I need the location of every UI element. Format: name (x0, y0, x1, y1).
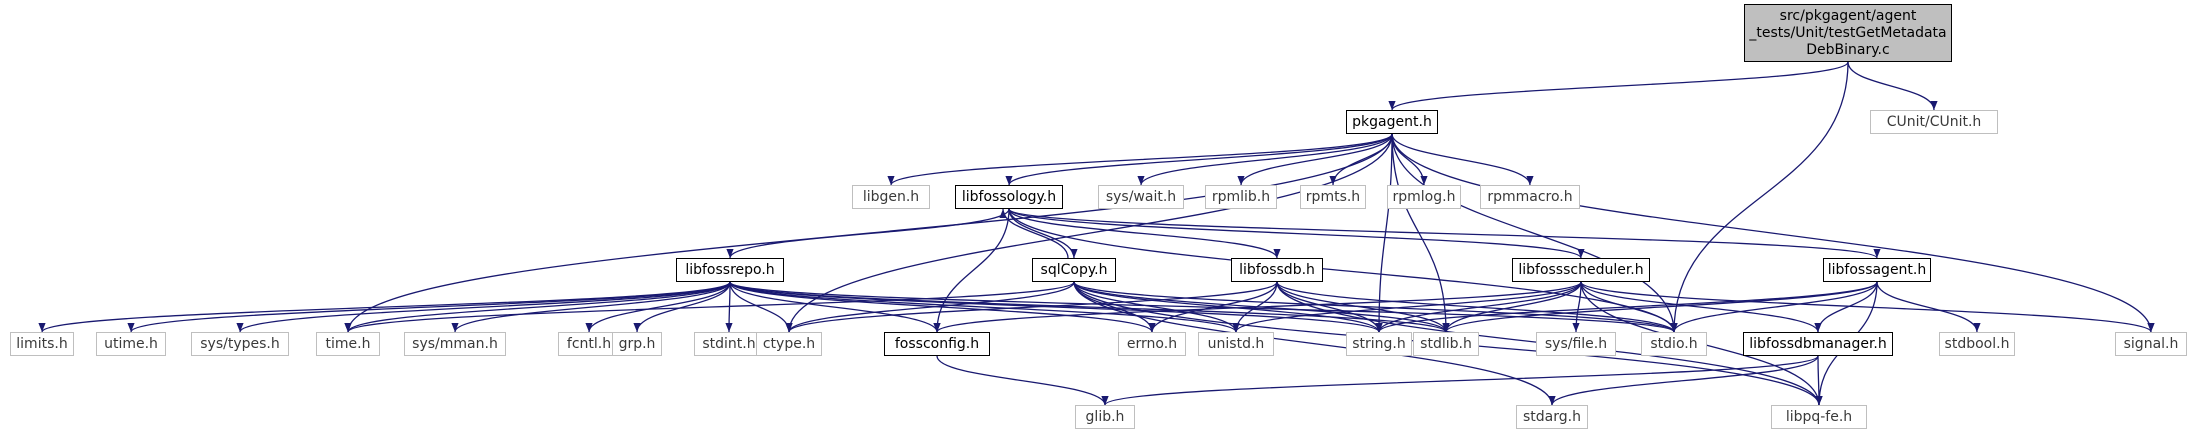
edge-pkgagent-to-libgen (887, 133, 1393, 186)
edge-pkgagent-to-libfossology (1005, 133, 1393, 186)
edge-libfossdb-to-errno (1148, 281, 1278, 333)
node-libgen-header: libgen.h (852, 185, 930, 209)
node-root-file: src/pkgagent/agent _tests/Unit/testGetMe… (1744, 4, 1952, 62)
edge-sqlcopy-to-stdarg (1073, 281, 1556, 406)
edge-libfossrepo-to-time (344, 281, 731, 333)
edge-pkgagent-to-signal (1391, 133, 2155, 333)
edge-libfossscheduler-to-signal (1580, 281, 2155, 333)
edge-libfossrepo-to-grp (633, 281, 731, 333)
edge-libfossrepo-to-sysmman (451, 281, 731, 333)
edge-fossconfig-to-glib (936, 355, 1109, 406)
node-rpmmacro-header: rpmmacro.h (1480, 185, 1580, 209)
edge-libfossology-to-sqlcopy (1008, 208, 1078, 259)
edge-libfossagent-to-libfossdbmanager (1814, 281, 1878, 333)
edge-libfossdbmanager-to-stdarg (1548, 355, 1819, 406)
edge-libfossdb-to-string (1276, 281, 1383, 333)
node-libfossdbmanager-header[interactable]: libfossdbmanager.h (1743, 332, 1893, 356)
edge-libfossdbmanager-to-glib (1101, 355, 1819, 406)
node-libpqfe-header: libpq-fe.h (1771, 405, 1867, 429)
node-ctype-header: ctype.h (756, 332, 822, 356)
node-time-header: time.h (316, 332, 380, 356)
edge-sqlcopy-to-ctype (785, 281, 1075, 333)
node-signal-header: signal.h (2115, 332, 2187, 356)
edge-sqlcopy-to-time (344, 281, 1075, 333)
node-cunit-header: CUnit/CUnit.h (1870, 110, 1998, 134)
edge-root-to-cunit (1847, 61, 1938, 111)
edge-pkgagent-to-ctype (785, 133, 1393, 333)
node-utime-header: utime.h (96, 332, 166, 356)
node-fcntl-header: fcntl.h (558, 332, 620, 356)
edge-libfossrepo-to-stdio (729, 281, 1678, 333)
edge-sqlcopy-to-libfossology (999, 208, 1069, 259)
edge-libfossrepo-to-unistd (729, 281, 1240, 333)
edge-libfossology-to-libfossagent (1008, 208, 1881, 259)
edge-libfossrepo-to-string (729, 281, 1383, 333)
edge-libfossology-to-libfossscheduler (1008, 208, 1585, 259)
node-fossconfig-header[interactable]: fossconfig.h (884, 332, 990, 356)
node-stdint-header: stdint.h (694, 332, 764, 356)
node-rpmts-header: rpmts.h (1300, 185, 1366, 209)
edge-libfossology-to-libfossdb (1008, 208, 1281, 259)
node-libfossology-header[interactable]: libfossology.h (955, 185, 1063, 209)
node-grp-header: grp.h (612, 332, 662, 356)
edge-libfossdbmanager-to-libpqfe (1815, 355, 1823, 406)
node-stdbool-header: stdbool.h (1939, 332, 2015, 356)
edge-libfossrepo-to-errno (729, 281, 1156, 333)
edge-libfossrepo-to-limits (38, 281, 731, 333)
node-libfossagent-header[interactable]: libfossagent.h (1823, 258, 1931, 282)
edge-libfossagent-to-stdlib (1442, 281, 1878, 333)
edge-libfossscheduler-to-sysfile (1572, 281, 1582, 333)
node-rpmlib-header: rpmlib.h (1205, 185, 1277, 209)
node-systypes-header: sys/types.h (191, 332, 289, 356)
node-sysfile-header: sys/file.h (1536, 332, 1616, 356)
node-limits-header: limits.h (10, 332, 74, 356)
node-rpmlog-header: rpmlog.h (1387, 185, 1461, 209)
edge-pkgagent-to-rpmlib (1237, 133, 1393, 186)
edge-pkgagent-to-rpmmacro (1391, 133, 1534, 186)
edge-root-to-stdio (1670, 61, 1849, 333)
edge-sqlcopy-to-string (1073, 281, 1383, 333)
edge-libfossscheduler-to-unistd (1232, 281, 1582, 333)
node-libfossdb-header[interactable]: libfossdb.h (1231, 258, 1323, 282)
node-string-header: string.h (1346, 332, 1412, 356)
node-libfossscheduler-header[interactable]: libfossscheduler.h (1512, 258, 1650, 282)
node-glib-header: glib.h (1075, 405, 1135, 429)
edge-libfossscheduler-to-fossconfig (933, 281, 1582, 333)
edge-libfossagent-to-stdio (1670, 281, 1878, 333)
edge-pkgagent-to-syswait (1137, 133, 1393, 186)
node-errno-header: errno.h (1118, 332, 1186, 356)
node-stdarg-header: stdarg.h (1516, 405, 1588, 429)
node-unistd-header: unistd.h (1198, 332, 1274, 356)
edge-sqlcopy-to-stdio (1073, 281, 1678, 333)
edge-libfossagent-to-string (1375, 281, 1878, 333)
edge-libfossdb-to-stdlib (1276, 281, 1450, 333)
edge-libfossrepo-to-fossconfig (729, 281, 941, 333)
node-sysmman-header: sys/mman.h (404, 332, 506, 356)
edge-libfossology-to-libfossrepo (726, 208, 1010, 259)
node-stdio-header: stdio.h (1641, 332, 1707, 356)
edge-libfossrepo-to-systypes (236, 281, 731, 333)
node-libfossrepo-header[interactable]: libfossrepo.h (676, 258, 784, 282)
node-pkgagent-header[interactable]: pkgagent.h (1346, 110, 1438, 134)
edge-libfossrepo-to-utime (127, 281, 731, 333)
node-sqlcopy-header[interactable]: sqlCopy.h (1032, 258, 1116, 282)
edge-libfossscheduler-to-string (1375, 281, 1582, 333)
node-syswait-header: sys/wait.h (1098, 185, 1184, 209)
edge-libfossscheduler-to-stdlib (1442, 281, 1582, 333)
edge-root-to-pkgagent (1388, 61, 1849, 111)
edge-libfossology-to-fossconfig (933, 208, 1010, 333)
edge-libfossdb-to-ctype (785, 281, 1278, 333)
edge-libfossagent-to-stdbool (1876, 281, 1981, 333)
edge-libfossscheduler-to-libfossdbmanager (1580, 281, 1822, 333)
edge-libfossrepo-to-fcntl (585, 281, 731, 333)
node-stdlib-header: stdlib.h (1413, 332, 1479, 356)
